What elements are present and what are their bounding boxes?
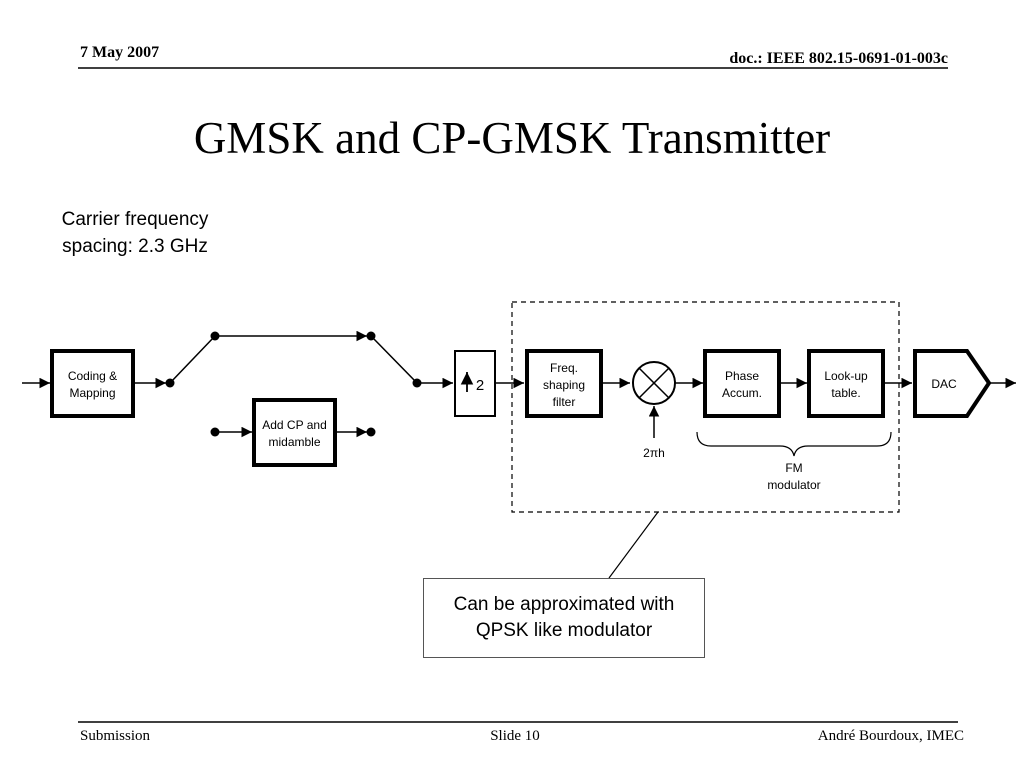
fm-label-1: FM [785,461,802,475]
filter-label-3: filter [553,395,576,409]
phase-accum-block: Phase Accum. [703,349,781,418]
add-cp-label-2: midamble [268,435,320,449]
footer-slide-number: Slide 10 [490,728,540,744]
phase-accum-label-1: Phase [725,369,759,383]
upsampler-block: 2 [454,350,496,417]
coding-label-2: Mapping [69,386,115,400]
upsample-factor: 2 [476,377,484,394]
dac-block: DAC [913,349,992,418]
multiplier-icon [632,361,676,405]
add-cp-label-1: Add CP and [262,418,327,432]
filter-label-1: Freq. [550,361,578,375]
carrier-note-line1: Carrier frequency [61,209,209,230]
callout-line2: QPSK like modulator [475,620,653,641]
callout-line1: Can be approximated with [453,594,675,615]
coding-label-1: Coding & [68,369,117,383]
dac-label: DAC [931,377,957,391]
add-cp-block: Add CP and midamble [252,398,337,467]
filter-label-2: shaping [543,378,585,392]
phase-accum-label-2: Accum. [722,386,762,400]
lookup-table-block: Look-up table. [807,349,885,418]
carrier-note: Carrier frequency spacing: 2.3 GHz [40,206,230,260]
slide-title: GMSK and CP-GMSK Transmitter [193,113,831,163]
coding-mapping-block: Coding & Mapping [50,349,135,418]
callout-leader-line [608,511,659,579]
header-date: 7 May 2007 [80,44,160,61]
fm-label-2: modulator [767,478,820,492]
fm-brace [696,431,892,457]
switch-arm-right [370,335,418,384]
lookup-label-1: Look-up [824,369,868,383]
footer-author: André Bourdoux, IMEC [817,728,964,744]
carrier-note-line2: spacing: 2.3 GHz [62,236,208,257]
mixer-input-label: 2πh [643,446,665,460]
switch-arm-left [169,335,216,384]
dashed-modulator-region [511,301,900,513]
lookup-label-2: table. [831,386,860,400]
footer-submission: Submission [80,728,151,744]
lower-path-node-right [366,427,376,437]
freq-shaping-filter-block: Freq. shaping filter [525,349,603,418]
header-doc-id: doc.: IEEE 802.15-0691-01-003c [729,50,948,67]
callout-box: Can be approximated with QPSK like modul… [423,578,705,658]
